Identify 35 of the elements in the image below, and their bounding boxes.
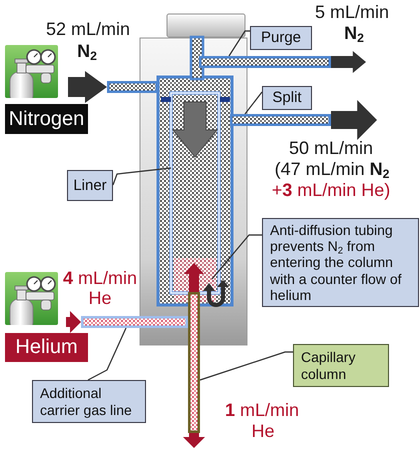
flow-rate: 5 mL/min (314, 2, 390, 23)
leader-line (88, 328, 127, 381)
carrier-gas-pipe (81, 316, 188, 328)
leader-line (228, 30, 250, 56)
leader-line (112, 167, 172, 186)
flow-rate: 1 mL/min (224, 400, 300, 421)
flow-rate: +3 mL/min He) (272, 180, 390, 201)
flow-arrow (66, 311, 81, 333)
purge-pipe (199, 56, 331, 68)
callout-box: Anti-diffusion tubing prevents N$_{2}$ from entering the column with a counter flow of helium (262, 218, 419, 307)
callout-box: Split (262, 86, 312, 110)
gas-name-tag: Nitrogen (5, 104, 88, 134)
flow-arrow (331, 51, 366, 73)
leader-line (200, 351, 293, 381)
split-pipe (230, 114, 331, 126)
gas-formula: He (252, 421, 274, 442)
gas-formula: N$_{2}$ (344, 23, 364, 44)
flow-rate: 50 mL/min (288, 138, 374, 159)
flow-arrow (68, 71, 107, 103)
capillary-column-tube (188, 292, 200, 433)
gas-name-tag: Helium (5, 333, 88, 362)
callout-box: Purge (250, 26, 312, 50)
leader-line (212, 234, 262, 280)
flow-arrow (184, 263, 204, 292)
gas-formula: N$_{2}$ (77, 41, 97, 62)
flow-rate: (47 mL/min N$_{2}$ (274, 159, 390, 180)
flow-rate: 52 mL/min (46, 19, 130, 40)
callout-box: Liner (67, 170, 113, 201)
flow-rate: 4 mL/min (62, 268, 138, 289)
gas-formula: He (88, 288, 112, 309)
flow-arrow (331, 100, 377, 140)
nitrogen-inlet-pipe (107, 81, 158, 93)
callout-box: Capillary column (293, 344, 389, 387)
flow-arrow (183, 433, 205, 448)
callout-box: Additional carrier gas line (32, 380, 146, 423)
